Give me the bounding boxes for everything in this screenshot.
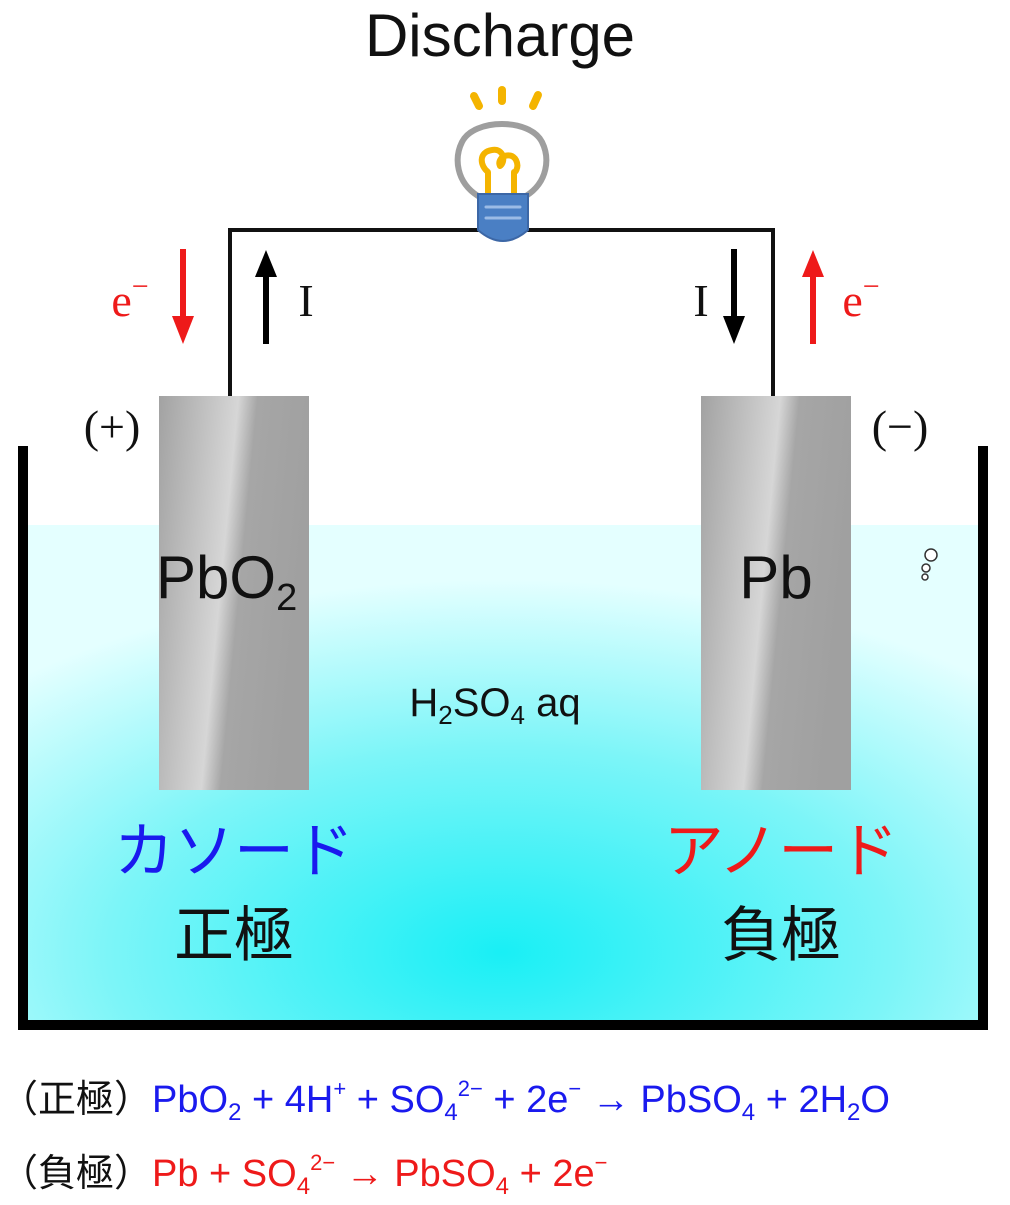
cathode-label: カソード	[114, 818, 354, 885]
negative-sign: (−)	[872, 401, 929, 452]
electron-arrow-right	[802, 250, 824, 344]
negative-electrode-formula: Pb	[739, 544, 812, 611]
equation-label: （正極）	[0, 1079, 153, 1121]
equation-label: （負極）	[0, 1153, 153, 1195]
negative-electrode-kanji: 負極	[721, 902, 841, 969]
negative-electrode-equation: （負極）Pb + SO42− → PbSO4 + 2e−	[0, 1150, 608, 1200]
page-title: Discharge	[365, 2, 635, 69]
anode-label: アノード	[664, 818, 899, 885]
current-label-left: I	[298, 275, 313, 326]
electron-label-left: e−	[111, 270, 148, 326]
positive-electrode-formula: PbO2	[156, 544, 297, 619]
positive-electrode	[159, 396, 309, 790]
current-arrow-left	[255, 250, 277, 344]
electron-arrow-left	[172, 249, 194, 344]
gas-bubbles-icon	[921, 548, 938, 581]
container-walls	[18, 446, 988, 1030]
current-label-right: I	[693, 275, 708, 326]
electrolyte-label: H2SO4 aq	[409, 681, 580, 730]
positive-electrode-equation: （正極）PbO2 + 4H+ + SO42− + 2e− → PbSO4 + 2…	[0, 1076, 890, 1126]
current-arrow-right	[723, 249, 745, 344]
light-bulb-icon	[454, 86, 550, 242]
negative-electrode	[701, 396, 851, 790]
positive-sign: (+)	[84, 401, 141, 452]
positive-electrode-kanji: 正極	[174, 902, 294, 969]
electron-label-right: e−	[842, 270, 879, 326]
